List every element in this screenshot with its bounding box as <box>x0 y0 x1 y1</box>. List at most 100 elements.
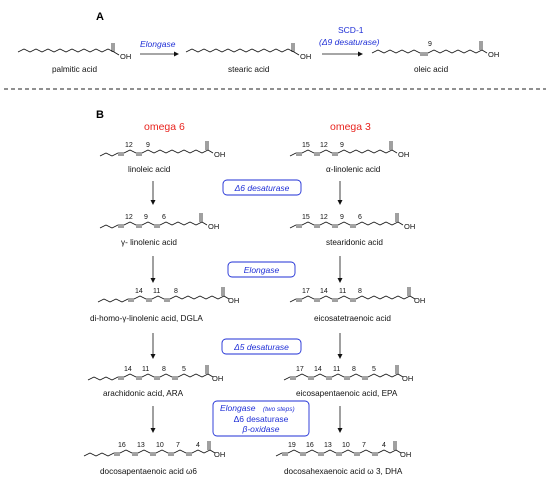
epa-position-14: 14 <box>314 366 322 373</box>
d6-desaturase-label: Δ6 desaturase <box>234 183 290 193</box>
epa-position-5: 5 <box>372 366 376 373</box>
docosapentaenoic-acid-structure: OH 16 13 10 7 4 <box>83 441 225 459</box>
stearidonic-acid-structure: OH 15 12 9 6 <box>289 213 415 231</box>
alpha-linolenic-acid-label: α-linolenic acid <box>326 165 381 174</box>
dgla-label: di-homo-γ-linolenic acid, DGLA <box>90 314 203 323</box>
stearidonic-position-6: 6 <box>358 214 362 221</box>
omega3-arrowhead-3 <box>337 354 343 359</box>
linoleic-position-12: 12 <box>125 142 133 149</box>
omega6-arrowhead-2 <box>150 278 156 283</box>
elongase-a-label: Elongase <box>140 39 176 49</box>
arachidonic-position-14: 14 <box>124 366 132 373</box>
gamma-linolenic-position-9: 9 <box>144 214 148 221</box>
eicosatetraenoic-position-11: 11 <box>339 288 346 295</box>
linoleic-acid-structure: OH 12 9 <box>99 141 225 159</box>
dha-position-7: 7 <box>362 442 366 449</box>
docosapentaenoic-position-4: 4 <box>196 442 200 449</box>
eicosatetraenoic-position-17: 17 <box>302 288 310 295</box>
gamma-linolenic-oh-label: OH <box>208 222 219 231</box>
final-elongase-note: (two steps) <box>263 406 295 413</box>
eicosatetraenoic-position-14: 14 <box>320 288 328 295</box>
elongase-b-box <box>227 261 296 278</box>
eicosatetraenoic-position-8: 8 <box>358 288 362 295</box>
omega3-arrowhead-1 <box>337 200 343 205</box>
arachidonic-position-8: 8 <box>162 366 166 373</box>
linoleic-position-9: 9 <box>146 142 150 149</box>
omega6-arrowhead-1 <box>150 200 156 205</box>
dha-position-13: 13 <box>324 442 332 449</box>
dgla-position-8: 8 <box>174 288 178 295</box>
oleic-oh-label: OH <box>488 50 499 59</box>
final-enzymes-box <box>212 400 310 437</box>
omega6-header: omega 6 <box>144 121 185 133</box>
gamma-linolenic-acid-structure: OH 12 9 6 <box>99 213 219 231</box>
stearic-acid-label: stearic acid <box>228 65 270 74</box>
arachidonic-acid-label: arachidonic acid, ARA <box>103 389 184 398</box>
palmitic-acid-label: palmitic acid <box>52 65 97 74</box>
dgla-oh-label: OH <box>228 296 239 305</box>
alpha-linolenic-position-9: 9 <box>340 142 344 149</box>
eicosatetraenoic-acid-structure: OH 17 14 11 8 <box>289 287 425 305</box>
eicosatetraenoic-oh-label: OH <box>414 296 425 305</box>
omega3-arrowhead-4 <box>337 428 343 433</box>
stearidonic-acid-label: stearidonic acid <box>326 238 383 247</box>
elongase-b-label: Elongase <box>244 265 280 275</box>
panel-b-label: B <box>96 109 104 121</box>
elongase-a-arrowhead <box>174 51 179 57</box>
gamma-linolenic-acid-label: γ- linolenic acid <box>121 238 177 247</box>
d5-desaturase-box <box>221 338 302 355</box>
docosapentaenoic-position-10: 10 <box>156 442 164 449</box>
stearidonic-position-9: 9 <box>340 214 344 221</box>
dgla-structure: OH 14 11 8 <box>97 287 239 305</box>
arachidonic-position-5: 5 <box>182 366 186 373</box>
stearic-acid-structure: OH <box>185 43 311 61</box>
stearidonic-oh-label: OH <box>404 222 415 231</box>
gamma-linolenic-position-12: 12 <box>125 214 133 221</box>
eicosatetraenoic-acid-label: eicosatetraenoic acid <box>314 314 391 323</box>
scd1-arrowhead <box>358 51 363 57</box>
arachidonic-position-11: 11 <box>142 366 149 373</box>
dgla-position-11: 11 <box>153 288 160 295</box>
docosapentaenoic-acid-label: docosapentaenoic acid ω6 <box>100 467 197 476</box>
d9-desaturase-label: (Δ9 desaturase) <box>319 37 380 47</box>
d6-desaturase-box <box>222 179 302 196</box>
final-elongase-label: Elongase <box>220 403 256 413</box>
omega3-arrowhead-2 <box>337 278 343 283</box>
oleic-acid-structure: OH 9 <box>371 41 499 59</box>
final-elongase-line: Elongase (two steps) <box>220 398 295 415</box>
final-beta-oxidase-label: β-oxidase <box>242 424 280 434</box>
omega6-arrowhead-3 <box>150 354 156 359</box>
dgla-position-14: 14 <box>135 288 143 295</box>
dha-structure: OH 19 16 13 10 7 4 <box>275 441 411 459</box>
docosapentaenoic-position-13: 13 <box>137 442 145 449</box>
palmitic-oh-label: OH <box>120 52 131 61</box>
dha-position-4: 4 <box>382 442 386 449</box>
arachidonic-oh-label: OH <box>212 374 223 383</box>
palmitic-acid-structure: OH <box>17 43 131 61</box>
linoleic-oh-label: OH <box>214 150 225 159</box>
epa-label: eicosapentaenoic acid, EPA <box>296 389 398 398</box>
oleic-acid-label: oleic acid <box>414 65 449 74</box>
oleic-position-label: 9 <box>428 41 432 48</box>
dha-position-16: 16 <box>306 442 314 449</box>
d5-desaturase-label: Δ5 desaturase <box>233 342 289 352</box>
stearic-oh-label: OH <box>300 52 311 61</box>
arachidonic-acid-structure: OH 14 11 8 5 <box>87 365 223 383</box>
dha-position-10: 10 <box>342 442 350 449</box>
epa-structure: OH 17 14 11 8 5 <box>283 365 413 383</box>
gamma-linolenic-position-6: 6 <box>162 214 166 221</box>
panel-a-label: A <box>96 11 104 23</box>
alpha-linolenic-oh-label: OH <box>398 150 409 159</box>
docosapentaenoic-position-7: 7 <box>176 442 180 449</box>
dha-oh-label: OH <box>400 450 411 459</box>
docosapentaenoic-oh-label: OH <box>214 450 225 459</box>
alpha-linolenic-position-12: 12 <box>320 142 328 149</box>
epa-position-8: 8 <box>352 366 356 373</box>
docosapentaenoic-position-16: 16 <box>118 442 126 449</box>
alpha-linolenic-acid-structure: OH 15 12 9 <box>289 141 409 159</box>
epa-position-17: 17 <box>296 366 304 373</box>
omega3-header: omega 3 <box>330 121 371 133</box>
alpha-linolenic-position-15: 15 <box>302 142 310 149</box>
